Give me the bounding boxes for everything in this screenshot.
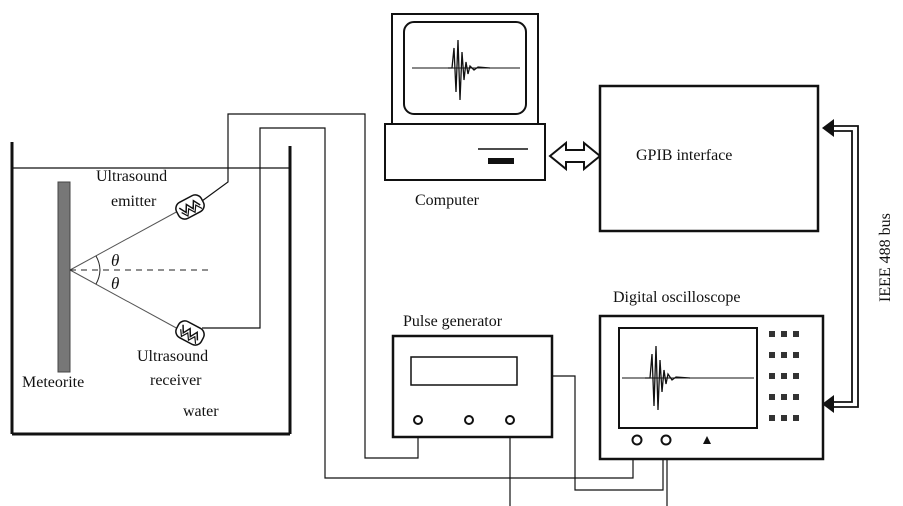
theta-top-label: θ	[111, 251, 119, 270]
computer	[384, 13, 546, 181]
pulse-generator-label: Pulse generator	[403, 313, 503, 330]
oscilloscope-waveform	[645, 345, 691, 411]
pulse-generator-display	[410, 356, 518, 386]
pulse-generator	[391, 334, 554, 439]
computer-gpib-link	[548, 140, 602, 172]
computer-base	[384, 123, 546, 181]
oscilloscope-ground-terminal	[703, 436, 711, 444]
water-tank	[10, 142, 292, 436]
emitter-transducer-icon	[175, 194, 205, 220]
oscilloscope-input-1	[631, 434, 643, 446]
gpib-interface-box	[598, 84, 820, 233]
meteorite-sample	[57, 181, 71, 373]
receiver-label-line1: Ultrasound	[137, 348, 208, 365]
computer-label: Computer	[415, 192, 480, 209]
sync-cable	[552, 375, 664, 491]
pulse-generator-knob-1	[413, 415, 423, 425]
incident-beam	[69, 209, 181, 271]
receiver-cable	[202, 127, 634, 479]
computer-waveform	[448, 39, 491, 101]
angle-arc-bottom	[95, 269, 101, 285]
beam-paths	[69, 209, 212, 331]
theta-bottom-label: θ	[111, 274, 119, 293]
receiver-transducer-icon	[175, 320, 205, 346]
ieee-bus	[822, 119, 859, 413]
reflected-beam	[69, 269, 181, 331]
gpib-interface-label: GPIB interface	[636, 147, 732, 164]
pulse-generator-knob-3	[505, 415, 515, 425]
meteorite-label: Meteorite	[22, 374, 84, 391]
angle-arc-top	[95, 255, 101, 271]
digital-oscilloscope-label: Digital oscilloscope	[613, 289, 741, 306]
receiver-label-line2: receiver	[150, 372, 202, 389]
oscilloscope-button-grid	[769, 331, 799, 421]
emitter-label-line2: emitter	[111, 193, 157, 210]
oscilloscope-input-2	[660, 434, 672, 446]
water-label: water	[183, 403, 219, 420]
digital-oscilloscope	[598, 314, 825, 461]
emitter-cable	[201, 113, 419, 459]
ieee-bus-label: IEEE 488 bus	[877, 213, 894, 302]
pulse-generator-knob-2	[464, 415, 474, 425]
emitter-label-line1: Ultrasound	[96, 168, 167, 185]
